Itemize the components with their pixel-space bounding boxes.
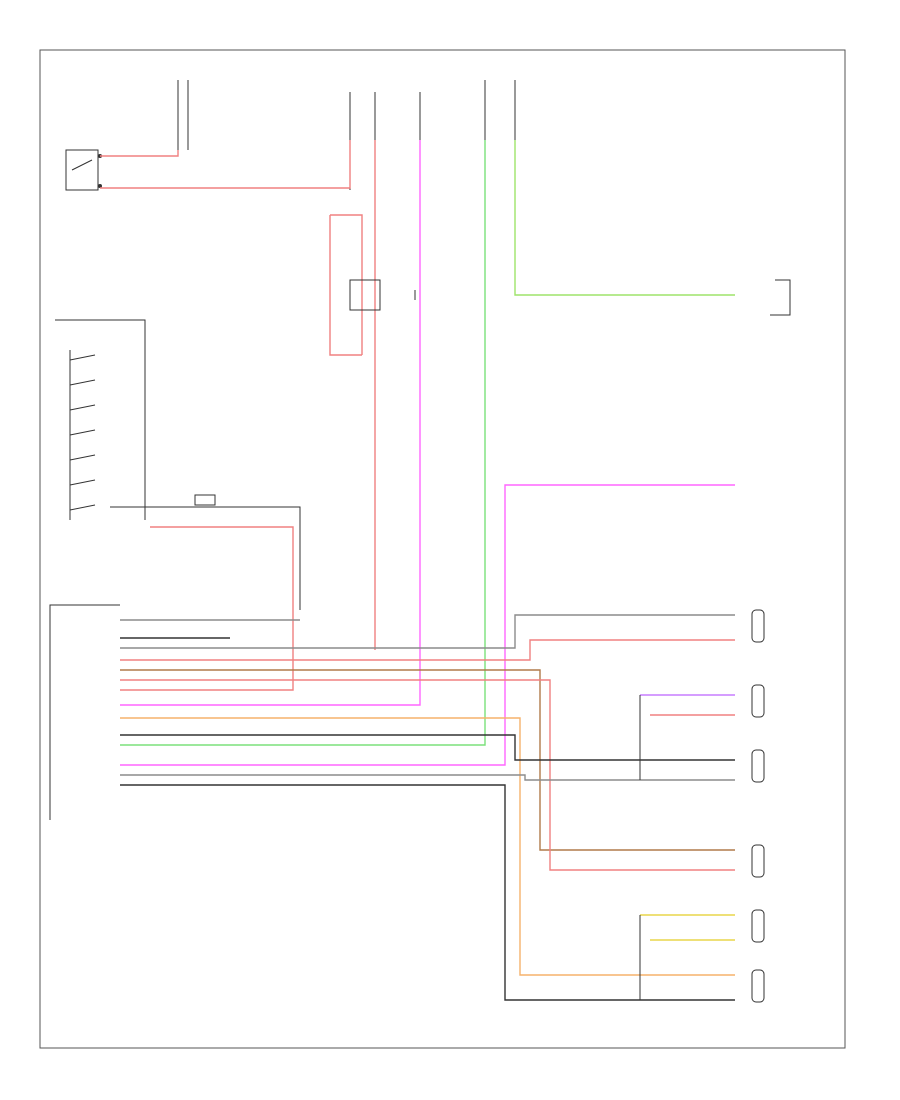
audio-unit xyxy=(49,604,120,820)
middle-connector-wires xyxy=(110,494,301,691)
lighting-switch xyxy=(65,149,102,191)
green-wires xyxy=(120,140,735,746)
mirror-switch-assembly xyxy=(55,319,146,520)
speakers xyxy=(751,609,765,1003)
red-wires xyxy=(100,140,376,650)
diagram-frame xyxy=(39,49,846,1049)
fuse-taps xyxy=(177,80,516,190)
right-components xyxy=(770,279,791,316)
unit-harness xyxy=(120,614,735,1001)
pink-wire xyxy=(120,140,735,766)
relay-block xyxy=(349,279,416,311)
tweeter-wires xyxy=(639,694,735,1000)
